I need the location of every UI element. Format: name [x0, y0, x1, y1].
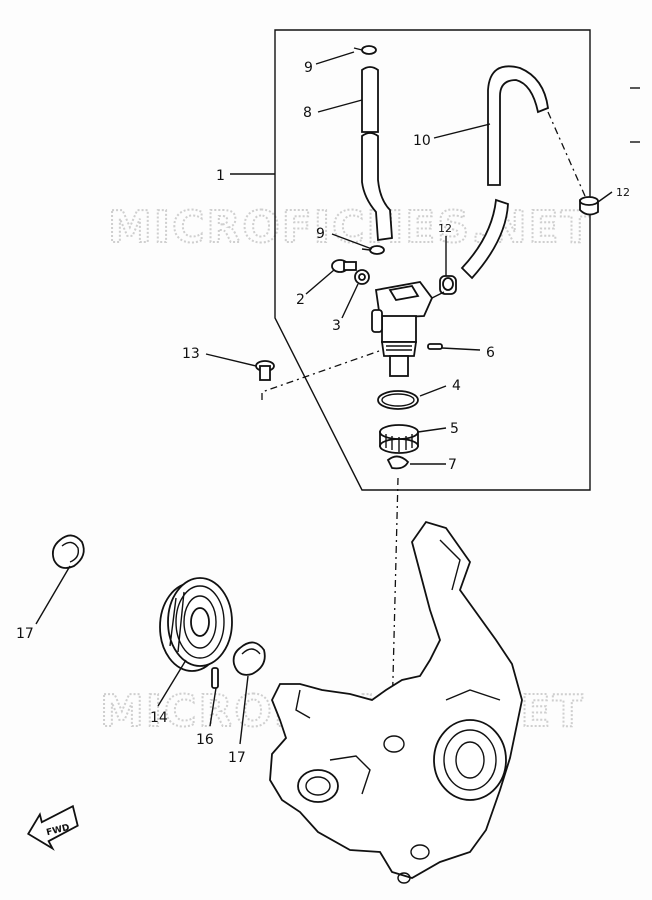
- callout-10: 10: [413, 133, 431, 149]
- screw-13: [255, 360, 275, 381]
- callout-16: 16: [196, 732, 214, 748]
- clip-9-mid: [361, 245, 385, 255]
- clip-9-top: [353, 45, 377, 55]
- circlip-17-left: [51, 534, 85, 569]
- gear-5: [379, 424, 419, 454]
- callout-13: 13: [182, 346, 200, 362]
- callout-5: 5: [450, 421, 459, 437]
- leader-lines: [35, 51, 613, 745]
- cap-12-right: [579, 196, 599, 216]
- clip-7: [386, 455, 410, 470]
- watermark-top: MICROFICHES.NET: [108, 202, 593, 253]
- shaft-route-line: [391, 477, 399, 719]
- pin-16: [211, 667, 219, 689]
- hose-8: [361, 66, 393, 242]
- assembly-outline: [274, 29, 591, 491]
- callout-2: 2: [296, 292, 305, 308]
- callout-7: 7: [448, 457, 457, 473]
- callout-1: 1: [216, 168, 225, 184]
- washer-3: [354, 269, 370, 285]
- screw-13-route-line: [261, 349, 383, 400]
- callout-6: 6: [486, 345, 495, 361]
- screw-2: [331, 259, 357, 273]
- callout-4: 4: [452, 378, 461, 394]
- callout-17-left: 17: [16, 626, 34, 642]
- hose-route-line: [547, 111, 586, 197]
- circlip-17-center: [232, 641, 266, 676]
- hose-10: [460, 65, 549, 280]
- callout-9-top: 9: [304, 60, 313, 76]
- pump-body: [371, 281, 445, 377]
- cap-12-center: [439, 275, 457, 295]
- callout-14: 14: [150, 710, 168, 726]
- pulley-14: [159, 577, 233, 672]
- fwd-arrow: FWD: [26, 804, 79, 851]
- callout-3: 3: [332, 318, 341, 334]
- callout-12-right: 12: [616, 186, 630, 199]
- callout-17-center: 17: [228, 750, 246, 766]
- o-ring-4: [377, 390, 419, 410]
- pin-6: [427, 343, 443, 350]
- callout-9-mid: 9: [316, 226, 325, 242]
- crankcase-housing: [269, 520, 523, 884]
- callout-8: 8: [303, 105, 312, 121]
- callout-12-center: 12: [438, 222, 452, 235]
